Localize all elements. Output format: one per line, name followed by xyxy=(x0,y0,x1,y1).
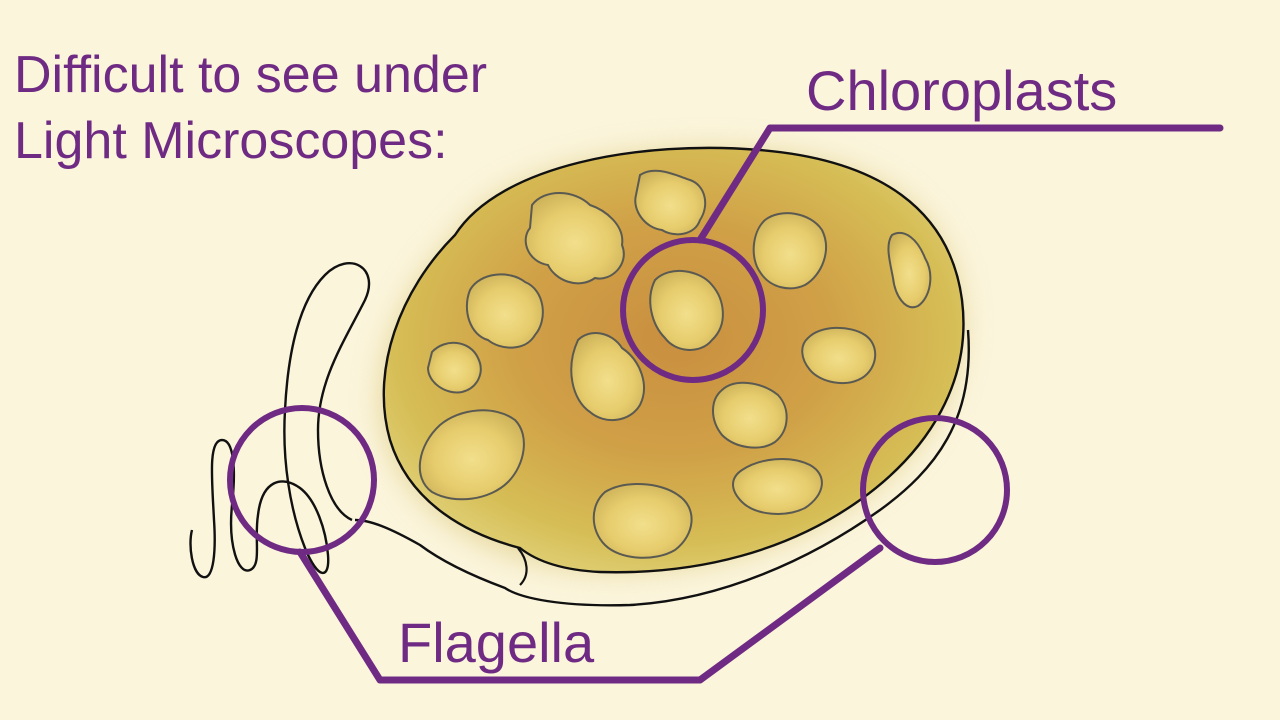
flagellum-outer xyxy=(354,329,970,607)
chloroplast xyxy=(801,326,877,385)
flagella-label: Flagella xyxy=(398,611,595,674)
chloroplast xyxy=(570,332,645,422)
chloroplast-highlight-circle xyxy=(620,237,766,383)
chloroplast xyxy=(752,212,827,290)
chloroplast xyxy=(524,192,625,285)
chloroplast xyxy=(418,409,525,501)
chloroplast xyxy=(712,381,788,449)
chloroplasts-label: Chloroplasts xyxy=(806,59,1117,122)
chloroplast xyxy=(649,269,724,351)
chloroplast xyxy=(465,273,544,349)
chloroplasts-pointer-line xyxy=(696,124,1224,244)
chloroplast xyxy=(426,342,482,394)
chloroplast xyxy=(634,169,707,236)
chloroplast xyxy=(592,483,693,559)
flagella-pointer-line xyxy=(296,544,884,684)
heading-line-2: Light Microscopes: xyxy=(14,112,448,170)
flagellum-left xyxy=(189,262,371,579)
flagella-highlight-circle-right xyxy=(860,415,1010,565)
chloroplast-group xyxy=(418,169,932,559)
heading-line-1: Difficult to see under xyxy=(14,46,487,104)
chloroplast xyxy=(732,458,823,515)
cell-notch xyxy=(517,547,528,586)
pointer-lines xyxy=(296,124,1224,684)
chloroplast xyxy=(887,232,932,309)
